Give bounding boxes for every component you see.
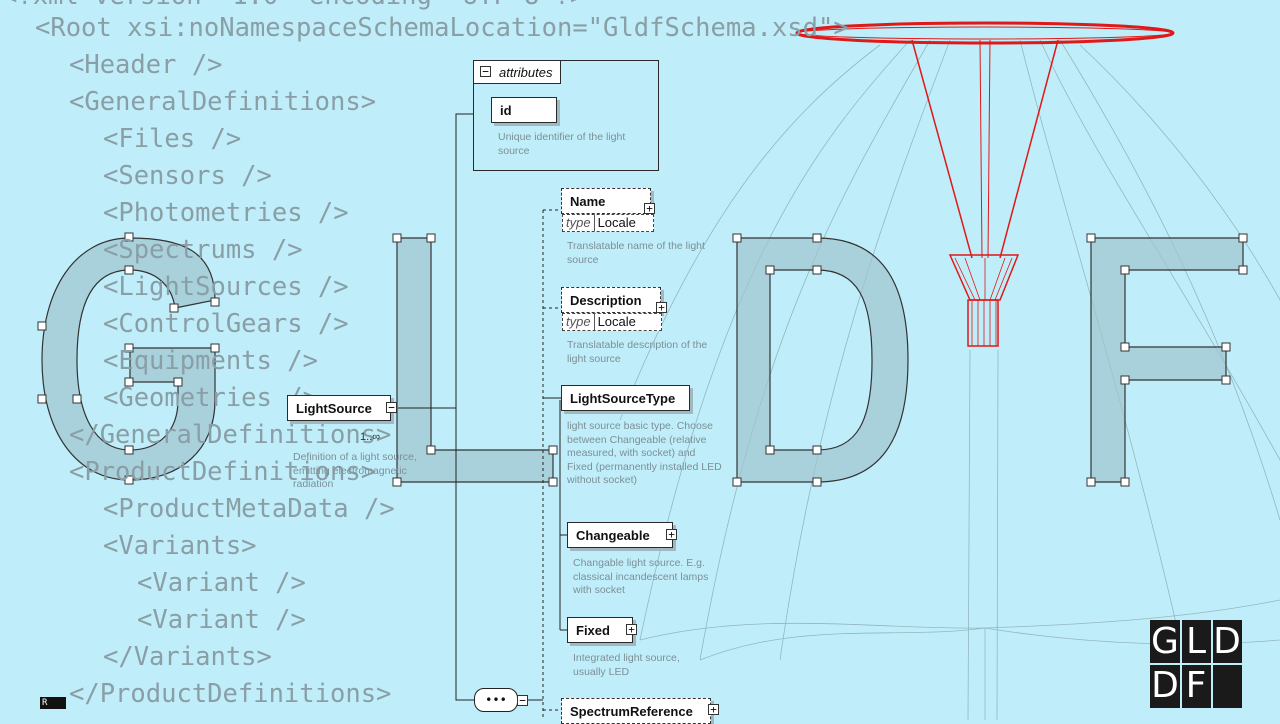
- logo-letter: D: [1213, 621, 1241, 662]
- letter-d-outline: [736, 237, 909, 483]
- expand-spectrumreference-icon[interactable]: +: [708, 704, 719, 715]
- sequence-compositor-icon[interactable]: •••: [474, 688, 518, 712]
- expand-changeable-icon[interactable]: +: [666, 529, 677, 540]
- element-lightsource-label: LightSource: [296, 400, 372, 416]
- xml-line: <ProductDefinitions>: [69, 457, 377, 487]
- description-desc: Translatable description of the light so…: [567, 339, 708, 365]
- logo-letter: L: [1185, 621, 1207, 662]
- logo-divider: [1211, 666, 1213, 708]
- element-spectrumreference[interactable]: SpectrumReference: [561, 698, 711, 724]
- attributes-label: attributes: [499, 64, 553, 80]
- collapse-attributes-icon[interactable]: −: [480, 66, 491, 77]
- attribute-id-label: id: [500, 102, 512, 118]
- collapse-sequence-icon[interactable]: −: [517, 695, 528, 706]
- attribute-id[interactable]: id: [491, 97, 557, 123]
- name-desc: Translatable name of the light source: [567, 240, 705, 266]
- letter-f-outline: [1090, 237, 1244, 483]
- fixed-desc: Integrated light source, usually LED: [573, 652, 680, 678]
- element-spectrumreference-label: SpectrumReference: [570, 703, 693, 719]
- logo-letter: D: [1151, 665, 1179, 706]
- element-name[interactable]: Name: [561, 188, 651, 214]
- collapse-lightsource-icon[interactable]: −: [386, 402, 397, 413]
- xml-line: <Root xsi:noNamespaceSchemaLocation="Gld…: [35, 13, 849, 43]
- expand-name-icon[interactable]: +: [644, 203, 655, 214]
- xml-line: <Equipments />: [103, 346, 318, 376]
- record-badge: R: [40, 697, 66, 709]
- lightsource-multiplicity: 1..∞: [360, 431, 381, 443]
- xml-line: <Variants>: [103, 531, 257, 561]
- description-type: type Locale: [562, 313, 662, 331]
- name-type-value: Locale: [597, 215, 636, 230]
- element-changeable-label: Changeable: [576, 527, 650, 543]
- attribute-id-desc: Unique identifier of the light source: [498, 131, 626, 157]
- element-fixed-label: Fixed: [576, 622, 610, 638]
- lightsource-desc: Definition of a light source, emitting e…: [293, 451, 417, 490]
- xml-line: <Variant />: [137, 605, 306, 635]
- logo-bottom-row-cover: [1150, 666, 1242, 708]
- logo-divider: [1180, 666, 1182, 708]
- luminaire-wireframe: [795, 21, 1175, 347]
- xml-line: <Header />: [69, 50, 223, 80]
- xml-line: <Files />: [103, 124, 242, 154]
- xml-listing: <?xml version="1.0" encoding="UTF-8"?> <…: [2, 0, 849, 709]
- xml-line: <GeneralDefinitions>: [69, 87, 377, 117]
- element-name-label: Name: [570, 193, 606, 209]
- xml-line: <Photometries />: [103, 198, 349, 228]
- xml-line: <Variant />: [137, 568, 306, 598]
- schema-connectors: [398, 113, 568, 720]
- changeable-desc: Changable light source. E.g. classical i…: [573, 557, 709, 596]
- letter-g-outline: [41, 237, 216, 481]
- logo-letter: G: [1151, 621, 1179, 662]
- xml-line: <?xml version="1.0" encoding="UTF-8"?>: [2, 0, 585, 15]
- xml-line: <ControlGears />: [103, 309, 349, 339]
- expand-fixed-icon[interactable]: +: [626, 624, 637, 635]
- logo-letter: F: [1185, 665, 1207, 706]
- xml-line: <LightSources />: [103, 272, 349, 302]
- element-description-label: Description: [570, 292, 642, 308]
- element-fixed[interactable]: Fixed: [567, 617, 633, 643]
- description-type-key: type: [563, 314, 595, 330]
- element-lightsourcetype-label: LightSourceType: [570, 390, 676, 406]
- xml-line: </GeneralDefinitions>: [69, 420, 392, 450]
- element-lightsource[interactable]: LightSource: [287, 395, 391, 421]
- element-lightsourcetype[interactable]: LightSourceType: [561, 385, 690, 411]
- xml-line: </Variants>: [103, 642, 272, 672]
- xml-line: </ProductDefinitions>: [69, 679, 392, 709]
- name-type: type Locale: [562, 214, 654, 232]
- control-handles: [37, 232, 1248, 487]
- lightsourcetype-desc: light source basic type. Choose between …: [567, 420, 722, 486]
- element-description[interactable]: Description: [561, 287, 661, 313]
- name-type-key: type: [563, 215, 595, 231]
- element-changeable[interactable]: Changeable: [567, 522, 673, 548]
- description-type-value: Locale: [597, 314, 636, 329]
- expand-description-icon[interactable]: +: [656, 302, 667, 313]
- xml-line: <Spectrums />: [103, 235, 303, 265]
- xml-line: <Sensors />: [103, 161, 272, 191]
- xml-line: <Geometries />: [103, 383, 318, 413]
- xml-line: <ProductMetaData />: [103, 494, 395, 524]
